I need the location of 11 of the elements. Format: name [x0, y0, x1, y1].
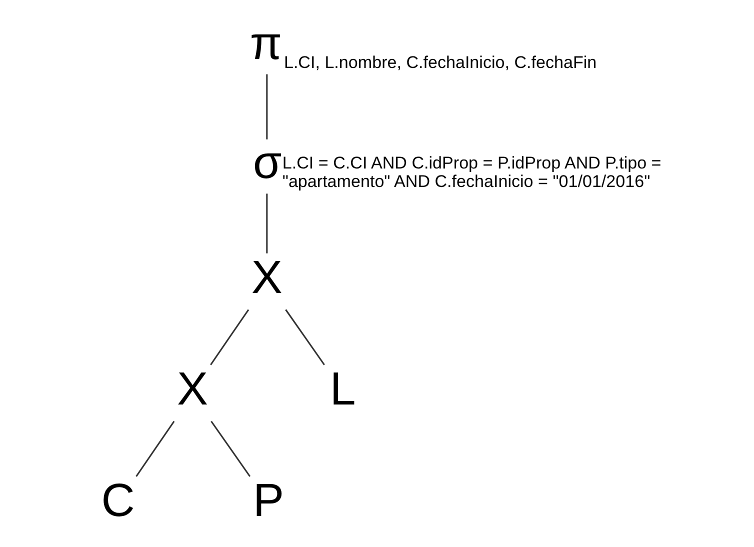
node-text: X [176, 362, 208, 415]
connector [210, 420, 251, 477]
connector [285, 309, 325, 366]
connector [266, 74, 268, 140]
node-text: C [101, 474, 135, 526]
connector [210, 309, 250, 366]
connector [136, 420, 175, 477]
connector [266, 194, 268, 254]
node-text: X [251, 250, 282, 303]
node-text: L [330, 362, 356, 415]
node-text: P [252, 474, 284, 526]
